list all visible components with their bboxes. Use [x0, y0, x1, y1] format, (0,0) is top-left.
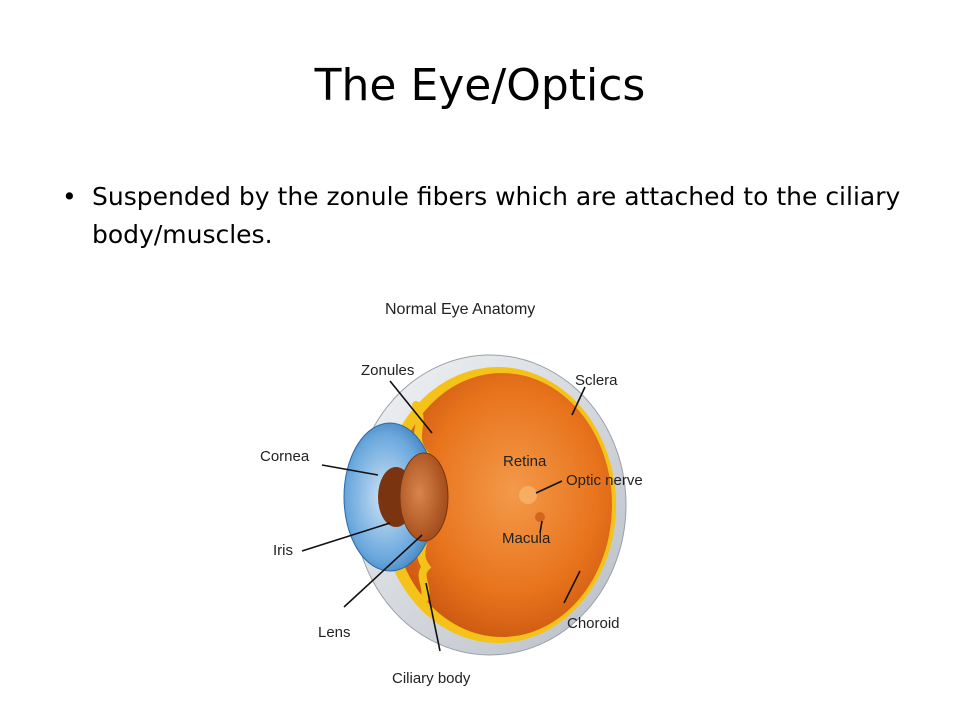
- iris-pointer: [301, 522, 391, 552]
- optic-nerve-label: Optic nerve: [566, 472, 643, 489]
- bullet-item: • Suspended by the zonule fibers which a…: [62, 178, 922, 253]
- sclera-label: Sclera: [575, 372, 618, 389]
- eye-anatomy-diagram: Normal Eye Anatomy Zonules Sclera Cor: [260, 301, 643, 687]
- retina-label: Retina: [503, 453, 547, 470]
- eyeball-shape: [392, 373, 612, 637]
- bullet-text: Suspended by the zonule fibers which are…: [92, 182, 901, 249]
- choroid-label: Choroid: [567, 615, 620, 632]
- cornea-pointer: [321, 464, 379, 476]
- lens-shape: [399, 452, 449, 542]
- sclera-pointer: [571, 386, 586, 416]
- zonules-pointer: [389, 380, 433, 434]
- lens-pointer: [343, 534, 423, 608]
- lens-label: Lens: [318, 624, 351, 641]
- optic-nerve-pointer: [535, 480, 563, 494]
- slide-title: The Eye/Optics: [314, 60, 646, 111]
- macula-shape: [535, 512, 545, 522]
- macula-pointer: [539, 520, 543, 534]
- ciliary-body-pointer: [425, 582, 441, 652]
- iris-label: Iris: [273, 542, 293, 559]
- ciliary-body-label: Ciliary body: [392, 670, 471, 687]
- bullet-icon: •: [62, 182, 77, 211]
- zonules-label: Zonules: [361, 362, 414, 379]
- choroid-pointer: [563, 570, 581, 604]
- optic-disc-shape: [519, 486, 537, 504]
- bullet-list: • Suspended by the zonule fibers which a…: [62, 178, 922, 253]
- cornea-label: Cornea: [260, 448, 310, 465]
- diagram-heading: Normal Eye Anatomy: [385, 301, 535, 318]
- macula-label: Macula: [502, 530, 551, 547]
